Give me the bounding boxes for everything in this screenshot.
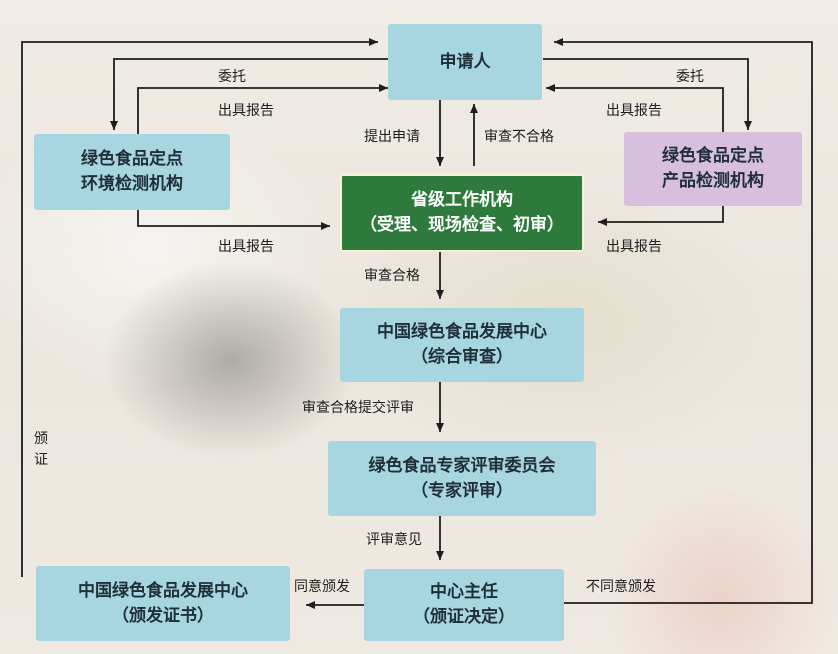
expert-line1: 绿色食品专家评审委员会 [368,455,556,476]
provincial-line1: 省级工作机构 [411,190,513,210]
arrow-report-right-top [546,84,724,132]
env-lab-line2: 环境检测机构 [81,174,183,194]
applicant-box: 申请人 [388,24,542,100]
center-review-line1: 中国绿色食品发展中心 [377,322,547,342]
provincial-agency-box: 省级工作机构 （受理、现场检查、初审） [340,174,584,252]
review-pass-label: 审查合格 [364,268,420,284]
issue-line2: （颁发证书） [112,605,214,626]
review-opinion-label: 评审意见 [366,532,422,548]
arrow-entrust-right [543,58,752,130]
arrow-entrust-left [110,58,388,130]
center-review-line2: （综合审查） [411,347,513,367]
env-lab-line1: 绿色食品定点 [81,149,183,169]
certificate-issue-box: 中国绿色食品发展中心 （颁发证书） [36,566,290,641]
report-left-top-label: 出具报告 [218,103,274,119]
entrust-left-label: 委托 [218,69,246,85]
issue-cert-char2: 证 [34,452,48,468]
submit-review-label: 审查合格提交评审 [302,400,414,416]
disagree-issue-label: 不同意颁发 [586,579,656,595]
center-review-box: 中国绿色食品发展中心 （综合审查） [340,308,584,382]
arrow-report-right-bottom [598,206,724,226]
report-right-bottom-label: 出具报告 [606,239,662,255]
issue-line1: 中国绿色食品发展中心 [78,580,248,601]
arrow-disagree [554,38,813,604]
product-lab-line1: 绿色食品定点 [662,146,764,166]
decision-line2: （颁证决定） [413,607,515,627]
decision-line1: 中心主任 [430,582,498,602]
submit-label: 提出申请 [364,129,420,145]
provincial-line2: （受理、现场检查、初审） [360,215,564,235]
arrow-report-left-top [137,84,388,134]
product-lab-box: 绿色食品定点 产品检测机构 [624,132,802,206]
arrow-report-left-bottom [137,210,330,230]
issue-cert-char1: 颁 [34,431,48,447]
arrow-issue-cert [21,38,378,577]
report-left-bottom-label: 出具报告 [218,239,274,255]
expert-committee-box: 绿色食品专家评审委员会 （专家评审） [328,441,596,516]
agree-issue-label: 同意颁发 [294,579,350,595]
expert-line2: （专家评审） [411,480,513,501]
review-fail-label: 审查不合格 [484,129,554,145]
entrust-right-label: 委托 [676,69,704,85]
report-right-top-label: 出具报告 [606,103,662,119]
applicant-label: 申请人 [439,51,491,72]
product-lab-line2: 产品检测机构 [662,171,764,191]
director-decision-box: 中心主任 （颁证决定） [364,569,564,641]
env-lab-box: 绿色食品定点 环境检测机构 [34,134,230,210]
